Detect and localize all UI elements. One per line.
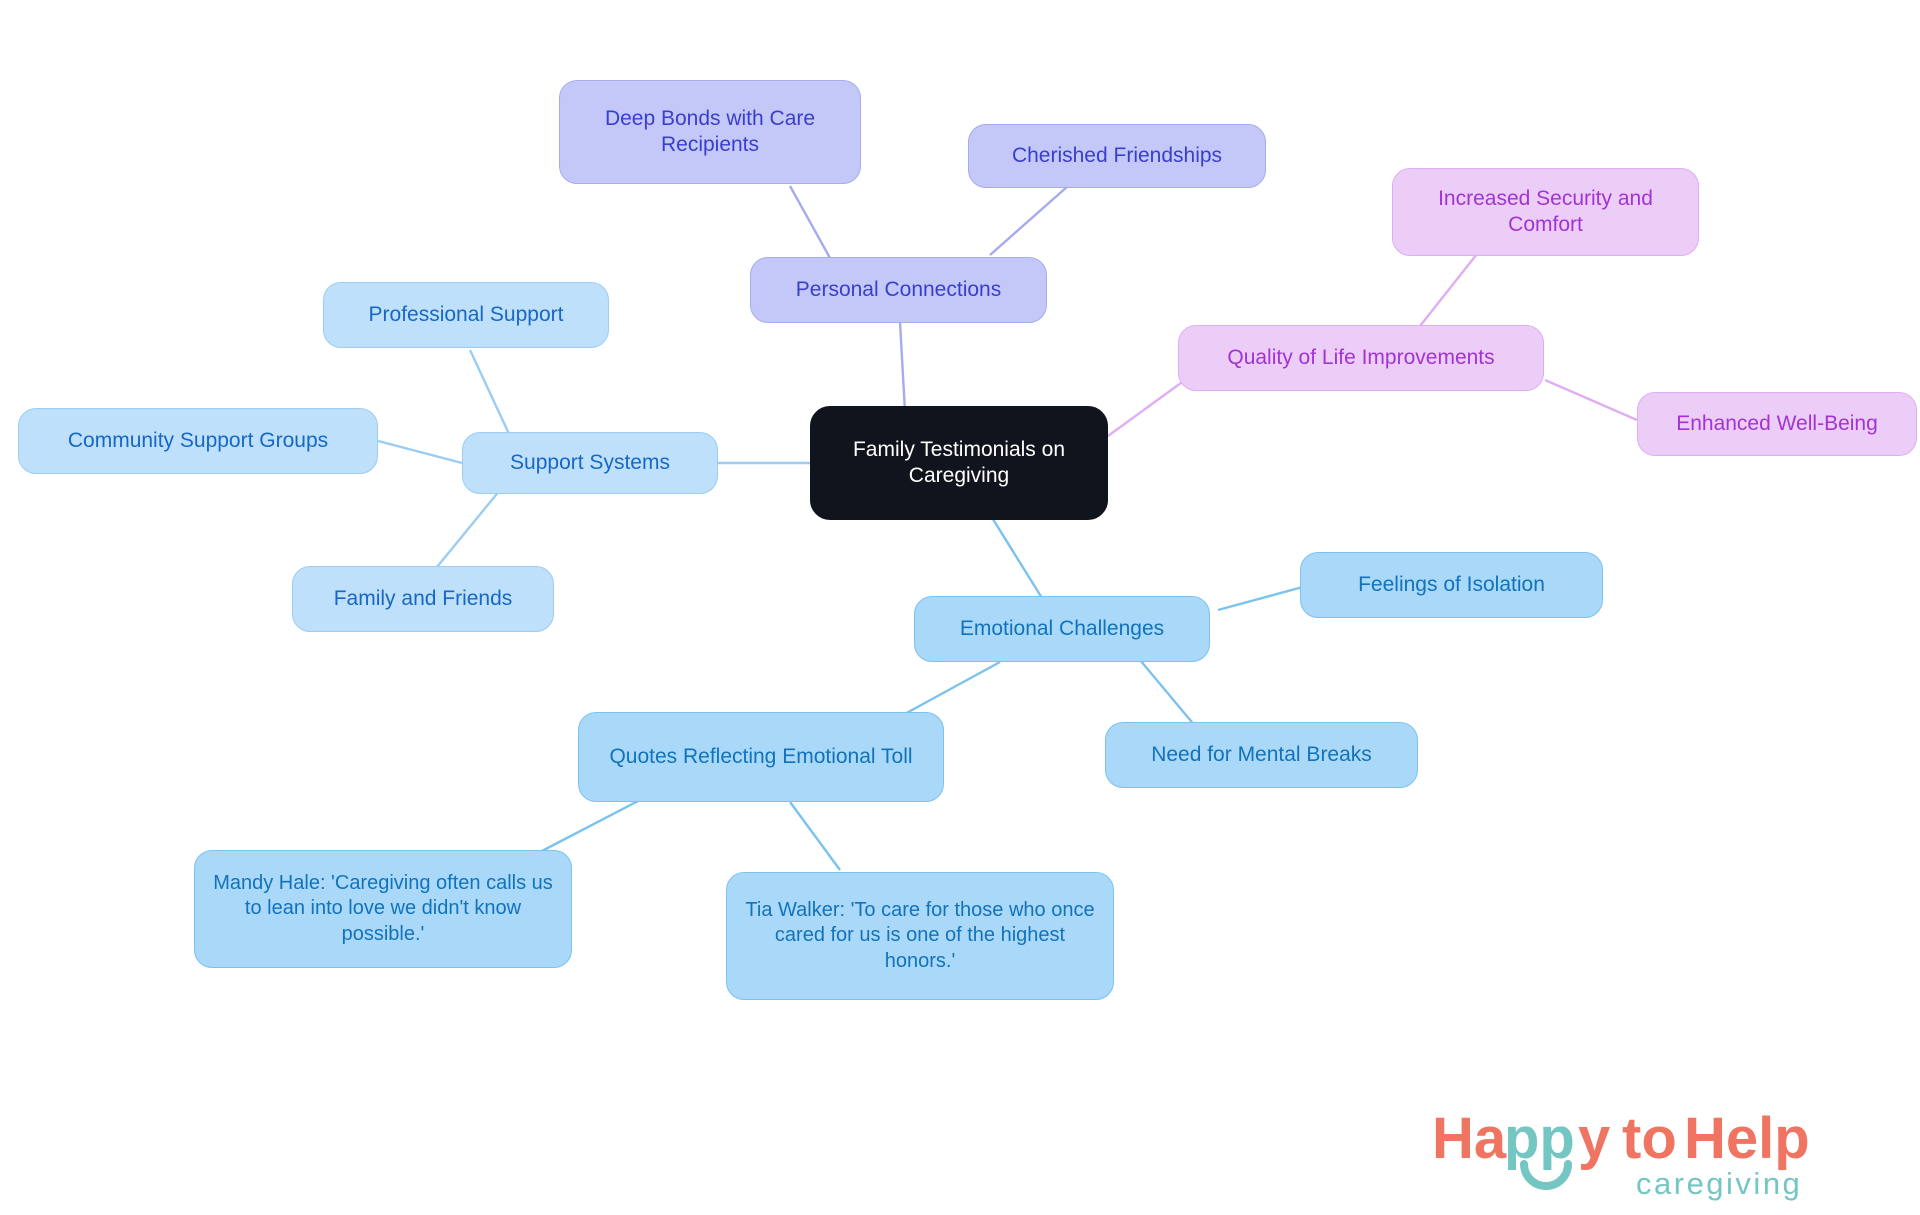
logo-word-to: to <box>1622 1106 1677 1171</box>
node-deep-bonds-label: Deep Bonds with Care Recipients <box>604 106 816 156</box>
edge-root-personal-connections <box>898 321 907 413</box>
node-family-and-friends[interactable]: Family and Friends <box>292 566 554 632</box>
logo-smile-icon <box>1520 1160 1572 1190</box>
node-quality-of-life-improvements[interactable]: Quality of Life Improvements <box>1178 325 1544 391</box>
node-need-for-mental-breaks-label: Need for Mental Breaks <box>1151 742 1372 766</box>
node-emotional-challenges[interactable]: Emotional Challenges <box>914 596 1210 662</box>
logo-tagline: caregiving <box>1636 1166 1802 1201</box>
node-quote-mandy-hale-label: Mandy Hale: 'Caregiving often calls us t… <box>213 872 553 945</box>
edge-emotional-challenges-feelings-of-isolation <box>1217 583 1311 612</box>
edge-quality-of-life-increased-security <box>1419 253 1478 327</box>
node-personal-connections[interactable]: Personal Connections <box>750 257 1047 323</box>
edge-quotes-mandy-hale <box>539 798 641 854</box>
node-feelings-of-isolation-label: Feelings of Isolation <box>1358 572 1545 596</box>
node-quotes-reflecting-emotional-toll-label: Quotes Reflecting Emotional Toll <box>609 744 913 768</box>
node-support-systems[interactable]: Support Systems <box>462 432 718 494</box>
edge-support-systems-family-and-friends <box>427 489 501 579</box>
edge-root-quality-of-life <box>1107 379 1186 437</box>
node-cherished-friendships[interactable]: Cherished Friendships <box>968 124 1266 188</box>
node-professional-support[interactable]: Professional Support <box>323 282 609 348</box>
node-root[interactable]: Family Testimonials on Caregiving <box>810 406 1108 520</box>
edge-quality-of-life-enhanced-wellbeing <box>1544 378 1638 422</box>
edge-support-systems-community-support-groups <box>377 439 463 465</box>
node-increased-security-and-comfort[interactable]: Increased Security and Comfort <box>1392 168 1699 256</box>
node-quote-tia-walker[interactable]: Tia Walker: 'To care for those who once … <box>726 872 1114 1000</box>
node-support-systems-label: Support Systems <box>510 450 670 474</box>
edge-personal-connections-cherished-friendships <box>989 185 1069 256</box>
node-root-label: Family Testimonials on Caregiving <box>852 437 1066 487</box>
node-deep-bonds-with-care-recipients[interactable]: Deep Bonds with Care Recipients <box>559 80 861 184</box>
logo-word-happy: Ha <box>1432 1106 1507 1171</box>
node-feelings-of-isolation[interactable]: Feelings of Isolation <box>1300 552 1603 618</box>
node-family-and-friends-label: Family and Friends <box>333 586 513 610</box>
node-enhanced-wellbeing-label: Enhanced Well-Being <box>1676 411 1878 435</box>
edge-root-emotional-challenges <box>984 507 1044 599</box>
node-quality-of-life-label: Quality of Life Improvements <box>1227 345 1495 369</box>
node-quotes-reflecting-emotional-toll[interactable]: Quotes Reflecting Emotional Toll <box>578 712 944 802</box>
logo-word-help: Help <box>1684 1106 1810 1171</box>
node-community-support-groups[interactable]: Community Support Groups <box>18 408 378 474</box>
node-cherished-friendships-label: Cherished Friendships <box>1011 143 1223 167</box>
edge-quotes-tia-walker <box>789 801 841 871</box>
node-quote-tia-walker-label: Tia Walker: 'To care for those who once … <box>745 899 1095 972</box>
node-enhanced-well-being[interactable]: Enhanced Well-Being <box>1637 392 1917 456</box>
happy-to-help-logo: Ha pp y to Help caregiving <box>1432 1106 1810 1201</box>
node-increased-security-label: Increased Security and Comfort <box>1438 186 1653 236</box>
node-professional-support-label: Professional Support <box>368 302 564 326</box>
node-need-for-mental-breaks[interactable]: Need for Mental Breaks <box>1105 722 1418 788</box>
node-personal-connections-label: Personal Connections <box>795 277 1002 301</box>
node-quote-mandy-hale[interactable]: Mandy Hale: 'Caregiving often calls us t… <box>194 850 572 968</box>
logo-letter-y: y <box>1578 1106 1610 1171</box>
edge-support-systems-professional-support <box>468 349 512 437</box>
edge-emotional-challenges-need-for-mental-breaks <box>1139 659 1197 728</box>
logo-letters-pp: pp <box>1504 1106 1575 1171</box>
node-emotional-challenges-label: Emotional Challenges <box>959 616 1165 640</box>
edge-personal-connections-deep-bonds <box>788 185 832 259</box>
node-community-support-groups-label: Community Support Groups <box>67 428 329 452</box>
